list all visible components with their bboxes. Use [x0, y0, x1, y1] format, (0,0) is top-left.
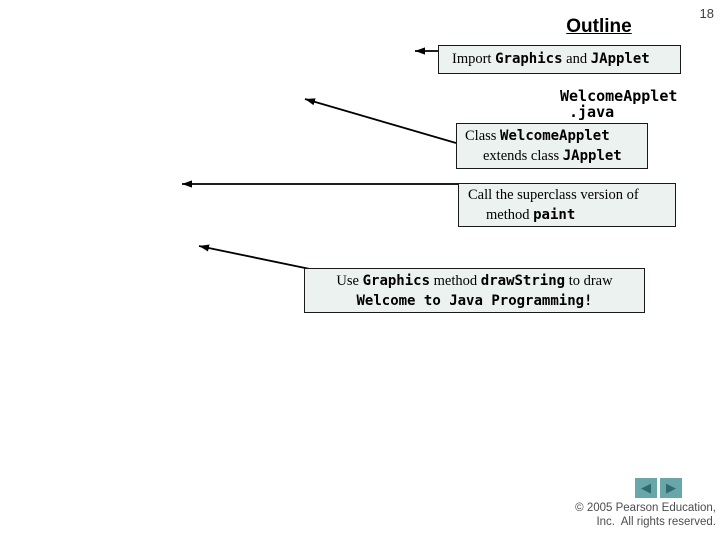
code-paint: paint — [533, 207, 576, 223]
nav-previous-button[interactable]: ◀ — [635, 478, 657, 498]
next-arrow-icon: ▶ — [666, 480, 676, 496]
callout-superclass-line2: method paint — [486, 207, 576, 223]
callout-superclass-box: Call the superclass version of method pa… — [458, 183, 676, 227]
copyright-line1: © 2005 Pearson Education, — [575, 502, 716, 514]
code-graphics: Graphics — [495, 51, 563, 67]
page-number: 18 — [699, 6, 714, 21]
callout-class-line1: Class WelcomeApplet — [465, 128, 610, 144]
previous-arrow-icon: ◀ — [641, 480, 651, 496]
callout-drawstring-box: Use Graphics method drawString to draw W… — [304, 268, 645, 313]
callout-arrow-class — [304, 98, 457, 144]
callout-import-text: Import — [452, 51, 496, 67]
copyright-notice: © 2005 Pearson Education, Inc. All right… — [575, 501, 716, 529]
callout-drawstring-line2: Welcome to Java Programming! — [305, 291, 644, 311]
file-name-line1: WelcomeApplet — [560, 87, 678, 105]
code-welcomeapplet: WelcomeApplet — [500, 128, 610, 144]
nav-buttons: ◀ ▶ — [635, 478, 682, 498]
callout-class-box: Class WelcomeApplet extends class JApple… — [456, 123, 648, 169]
file-name-line2: .java — [569, 103, 615, 121]
code-drawstring: drawString — [480, 273, 566, 289]
code-graphics-2: Graphics — [362, 273, 431, 289]
code-japplet-2: JApplet — [562, 148, 622, 164]
code-welcome-message: Welcome to Java Programming! — [356, 293, 593, 309]
copyright-line2: Inc. All rights reserved. — [596, 516, 716, 528]
callout-import-box: Import Graphics and JApplet — [438, 45, 681, 74]
code-japplet: JApplet — [590, 51, 650, 67]
callout-arrow-drawstring — [198, 244, 311, 270]
callout-class-line2: extends class JApplet — [483, 148, 622, 164]
slide-title: Outline — [566, 16, 632, 37]
nav-next-button[interactable]: ▶ — [660, 478, 682, 498]
file-name-label: WelcomeApplet .java — [560, 88, 677, 120]
callout-drawstring-line1: Use Graphics method drawString to draw — [336, 273, 613, 289]
callout-superclass-line1: Call the superclass version of — [468, 187, 639, 203]
